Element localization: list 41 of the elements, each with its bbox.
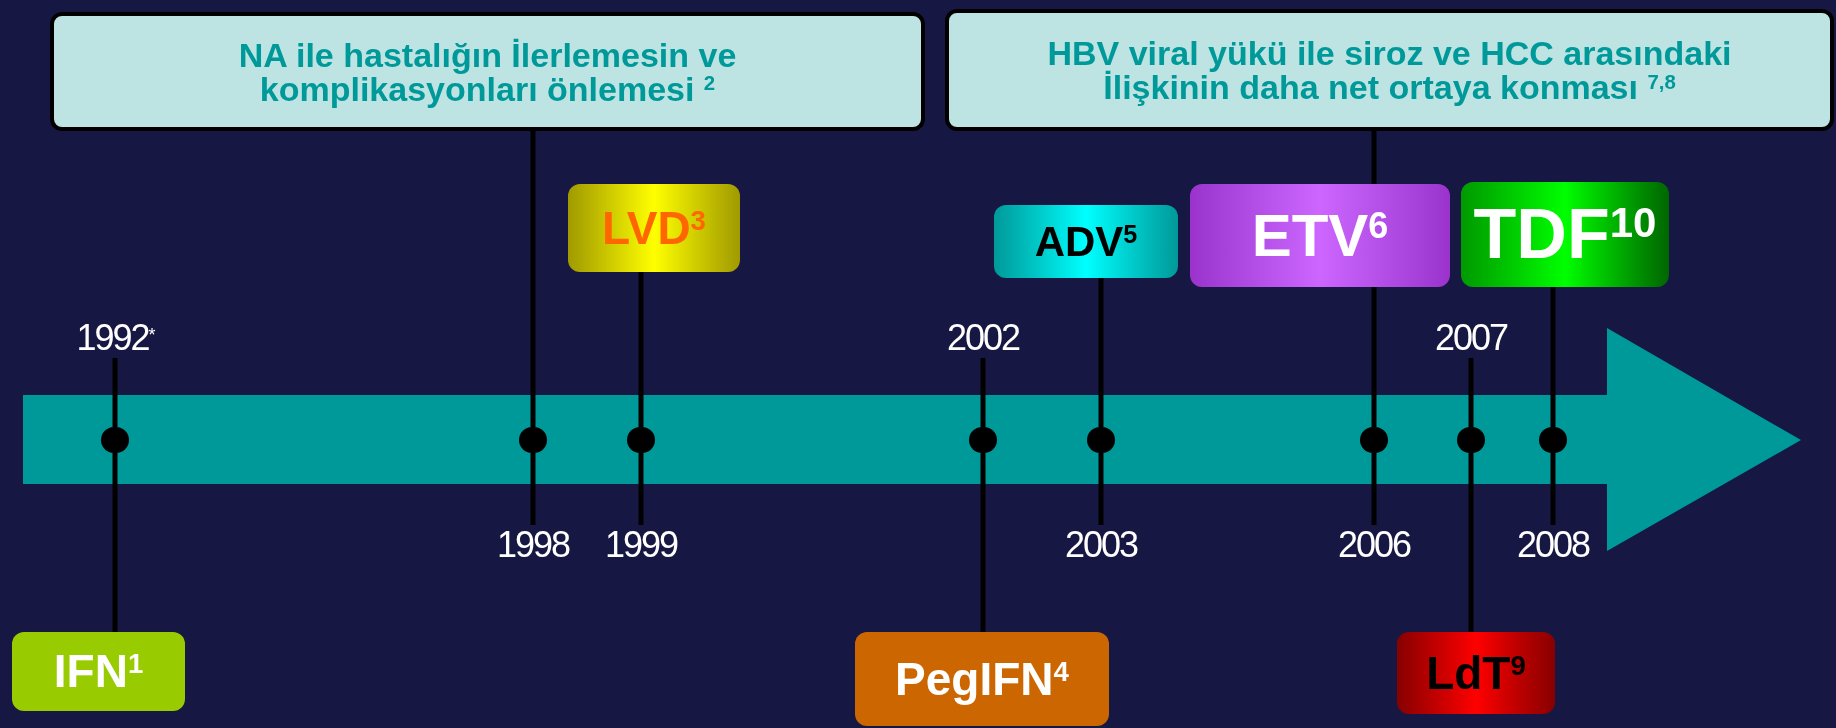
drug-box — [1397, 632, 1555, 714]
connector-line — [1468, 358, 1474, 427]
drug-label: IFN$^{1}$ — [52, 644, 145, 699]
connector-line — [1550, 453, 1556, 525]
connector-line — [530, 131, 536, 427]
drug-box — [994, 205, 1178, 278]
year-label: 2006 — [1314, 525, 1434, 565]
connector-line — [1371, 453, 1377, 525]
drug-box — [1190, 184, 1450, 287]
connector-line — [1098, 278, 1104, 427]
connector-line — [112, 358, 118, 427]
drug-label: TDF$^{10}$ — [1472, 194, 1658, 275]
connector-line — [980, 358, 986, 427]
drug-box — [568, 184, 740, 272]
connector-line — [1371, 287, 1377, 427]
connector-line — [1371, 131, 1377, 184]
drug-label: PegIFN$^{4}$ — [894, 651, 1070, 707]
drug-label: LVD$^{3}$ — [601, 200, 707, 256]
drug-label: LdT$^{9}$ — [1425, 645, 1527, 701]
note-text: HBV viral yükü ile siroz ve HCC arasındaki İlişkinin daha net ortaya konması $^{7,8}$ — [1046, 36, 1733, 104]
year-label: 2003 — [1041, 525, 1161, 565]
year-label: 2008 — [1493, 525, 1613, 565]
connector-line — [112, 453, 118, 632]
note-box — [50, 12, 925, 131]
drug-label: ETV$^{6}$ — [1250, 200, 1390, 271]
connector-line — [980, 453, 986, 632]
connector-line — [1468, 453, 1474, 632]
year-label: 1992$^{*}$ — [55, 318, 175, 358]
year-label: 2007 — [1411, 318, 1531, 358]
connector-line — [530, 453, 536, 525]
connector-line — [1550, 287, 1556, 427]
connector-line — [638, 453, 644, 525]
year-label: 2002 — [923, 318, 1043, 358]
drug-label: ADV$^{5}$ — [1033, 217, 1139, 267]
drug-box — [1461, 182, 1669, 287]
note-box — [945, 9, 1834, 131]
connector-line — [638, 272, 644, 427]
drug-box — [12, 632, 185, 711]
drug-box — [855, 632, 1109, 726]
connector-line — [1098, 453, 1104, 525]
note-text: NA ile hastalığın İlerlemesin ve komplikasyonları önlemesi $^{2}$ — [237, 37, 738, 106]
